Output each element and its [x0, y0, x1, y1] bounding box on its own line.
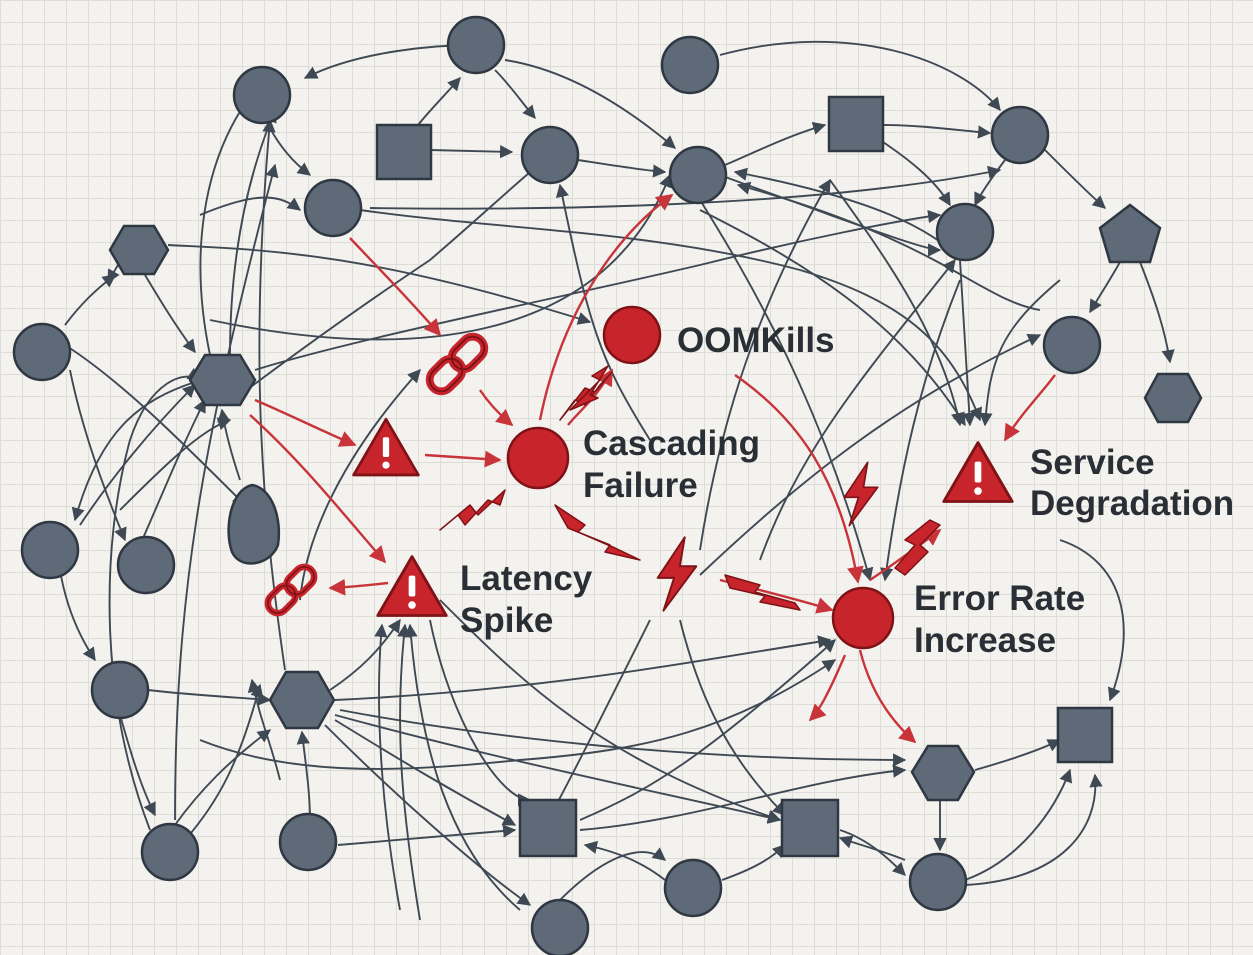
service-node-square [780, 798, 840, 858]
service-node [90, 660, 150, 720]
service-node-blob [227, 483, 281, 565]
service-node [530, 898, 590, 955]
latency-spike-label-line1: Latency [460, 559, 593, 598]
service-nodes [12, 15, 1203, 955]
lightning-icon [656, 536, 698, 612]
lightning-icon [843, 461, 879, 527]
service-node-hexagon [1143, 372, 1203, 424]
service-node [12, 322, 72, 382]
service-degradation-label-line1: Service [1030, 443, 1155, 482]
service-node [1042, 315, 1102, 375]
oomkills-node [602, 305, 662, 365]
service-node [232, 65, 292, 125]
service-degradation-label-line2: Degradation [1030, 484, 1234, 523]
broken-link-icon [425, 332, 489, 396]
failure-labels: OOMKills Cascading Failure Latency Spike… [460, 321, 1234, 660]
lightning-icon [554, 504, 641, 561]
dependency-edges [59, 40, 1175, 921]
service-node [20, 520, 80, 580]
cascading-failure-label-line2: Failure [583, 466, 698, 505]
error-rate-increase-label-line1: Error Rate [914, 579, 1085, 618]
error-rate-increase-node [831, 586, 895, 650]
cascading-failure-label-line1: Cascading [583, 424, 760, 463]
service-node-hexagon [108, 224, 170, 276]
service-node-hexagon [910, 744, 976, 802]
service-node [990, 105, 1050, 165]
warning-icon [352, 417, 420, 477]
service-node [660, 35, 720, 95]
service-node [668, 145, 728, 205]
failure-nodes [506, 305, 895, 650]
service-node-hexagon [268, 670, 336, 730]
warning-icon [376, 555, 448, 617]
lightning-icon [724, 574, 801, 611]
latency-spike-label-line2: Spike [460, 601, 553, 640]
service-node-square [518, 798, 578, 858]
service-node-square [375, 123, 433, 181]
cascading-failure-node [506, 426, 570, 490]
service-node [140, 822, 200, 882]
lightning-icon [569, 365, 609, 411]
service-node [116, 535, 176, 595]
service-node-hexagon [188, 353, 257, 407]
lightning-icon [439, 489, 506, 531]
warning-icon [942, 441, 1014, 503]
service-node-square [827, 95, 885, 153]
service-node [446, 15, 506, 75]
service-node [278, 812, 338, 872]
service-node-pentagon [1098, 203, 1162, 264]
service-node [908, 852, 968, 912]
service-node [663, 858, 723, 918]
oomkills-label: OOMKills [677, 321, 835, 360]
service-node [303, 178, 363, 238]
error-rate-increase-label-line2: Increase [914, 621, 1056, 660]
service-node [935, 202, 995, 262]
lightning-connectors [439, 365, 941, 611]
lightning-icon [894, 519, 941, 576]
service-node [520, 125, 580, 185]
service-node-square [1056, 706, 1114, 764]
